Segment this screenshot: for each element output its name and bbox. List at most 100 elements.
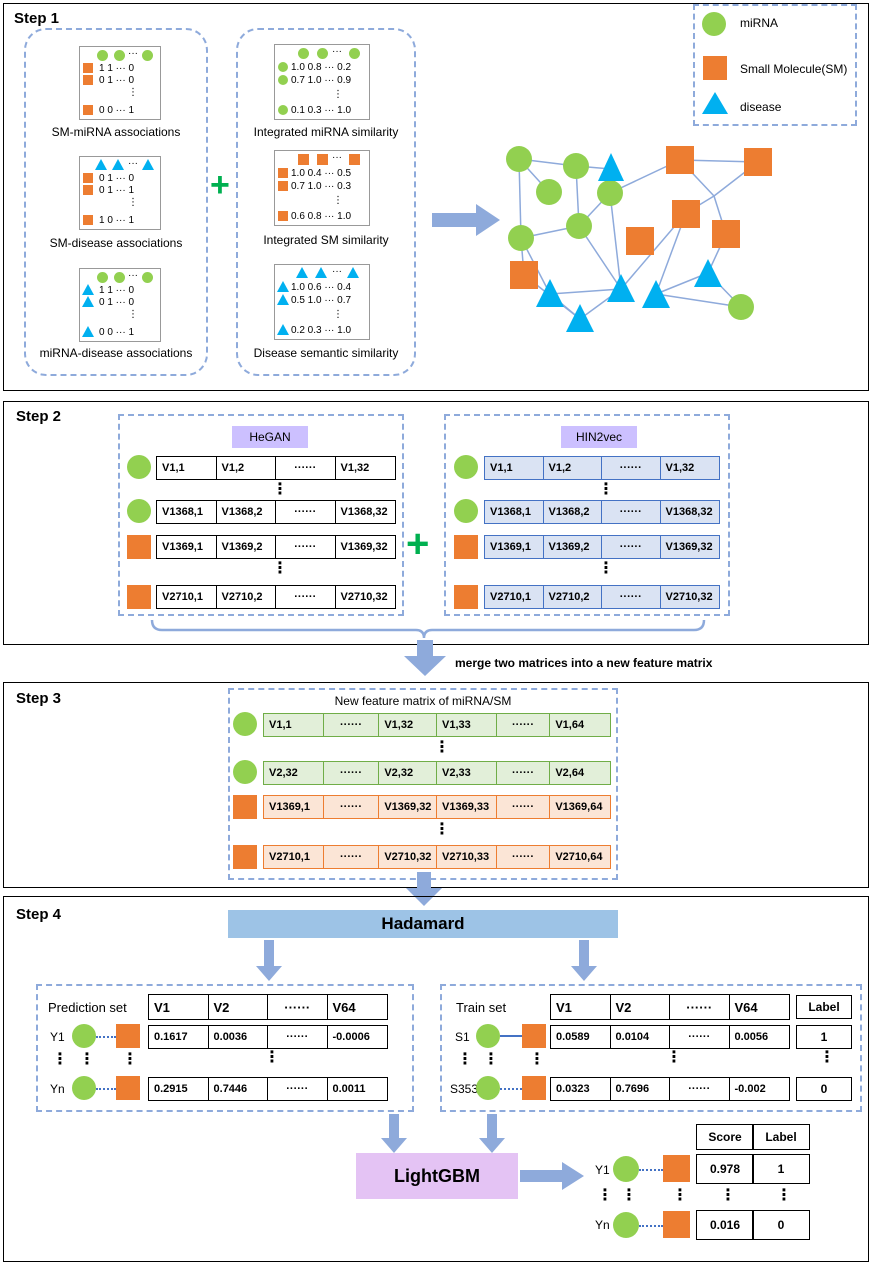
mirna-node-icon (454, 455, 478, 479)
matrix-row: 0 0 ··· 1 (99, 327, 135, 338)
sm-node-icon (233, 795, 257, 819)
merge-bracket (150, 619, 706, 638)
matrix-row: 1 0 ··· 1 (99, 215, 135, 226)
mirna-node-icon (72, 1024, 96, 1048)
disease-icon (277, 324, 289, 335)
train-set-title: Train set (456, 1000, 507, 1015)
matrix-row: 1.0 0.4 ··· 0.5 (291, 168, 352, 179)
matrix-vdots: ⋮ (333, 89, 343, 100)
matrix-row: 0 1 ··· 1 (99, 185, 135, 196)
result-header-label: Label (752, 1124, 810, 1150)
hegan-row: V1369,1 V1369,2 ······ V1369,32 (156, 535, 396, 559)
sm-icon (83, 75, 93, 85)
feature-row: V1369,1 ······ V1369,32 V1369,33 ······ … (263, 795, 611, 819)
hegan-group (118, 414, 404, 616)
step2-panel (3, 401, 869, 645)
prediction-row: 0.2915 0.7446 ······ 0.0011 (148, 1077, 388, 1101)
sm-legend-icon (703, 56, 727, 80)
result-label: 1 (752, 1154, 810, 1184)
step1-panel (3, 3, 869, 391)
arrow-down-icon (381, 1114, 407, 1153)
hin2vec-group (444, 414, 730, 616)
vertical-dots: ⋮ (434, 739, 450, 756)
caption-sm-mirna: SM-miRNA associations (51, 125, 181, 139)
mirna-node-icon (233, 712, 257, 736)
label-header: Label (796, 995, 852, 1019)
plus-icon: + (406, 522, 430, 566)
caption-sm-similarity: Integrated SM similarity (263, 233, 389, 247)
result-score: 0.016 (696, 1210, 754, 1240)
sm-icon (317, 154, 328, 165)
solid-link (500, 1035, 522, 1037)
result-id: Y1 (595, 1163, 610, 1177)
result-header-score: Score (696, 1124, 754, 1150)
association-group (24, 28, 208, 376)
feature-matrix-title: New feature matrix of miRNA/SM (334, 694, 512, 708)
matrix-row: 0.6 0.8 ··· 1.0 (291, 211, 352, 222)
sm-node-icon (127, 535, 151, 559)
mirna-disease-matrix: ··· 1 1 ··· 0 0 1 ··· 0 ⋮ 0 0 ··· 1 (79, 268, 161, 342)
sm-node-icon (522, 1024, 546, 1048)
mirna-icon (114, 272, 125, 283)
dotted-link (96, 1088, 116, 1090)
mirna-icon (142, 272, 153, 283)
hadamard-box: Hadamard (228, 910, 618, 938)
result-score: 0.978 (696, 1154, 754, 1184)
hegan-row: V1368,1 V1368,2 ······ V1368,32 (156, 500, 396, 524)
mirna-icon (278, 75, 288, 85)
mirna-node-icon (127, 499, 151, 523)
vertical-dots: ⋮ (666, 1049, 682, 1066)
arrow-down-icon (256, 940, 282, 981)
dotted-link (500, 1088, 522, 1090)
disease-icon (315, 267, 327, 278)
sm-node-icon (663, 1211, 690, 1238)
train-row: 0.0323 0.7696 ······ -0.002 (550, 1077, 790, 1101)
arrow-down-icon (479, 1114, 505, 1153)
mirna-icon (114, 50, 125, 61)
disease-icon (95, 159, 107, 170)
arrow-right-icon (432, 204, 500, 236)
sm-similarity-matrix: ··· 1.0 0.4 ··· 0.5 0.7 1.0 ··· 0.3 ⋮ 0.… (274, 150, 370, 226)
disease-icon (277, 281, 289, 292)
arrow-right-icon (520, 1162, 584, 1190)
vertical-dots: ⋮ (122, 1051, 138, 1068)
sm-icon (298, 154, 309, 165)
matrix-row: 0 1 ··· 0 (99, 297, 135, 308)
vertical-dots: ⋮ (52, 1051, 68, 1068)
prediction-set-group (36, 984, 414, 1112)
arrow-down-icon (404, 640, 446, 676)
hegan-row: V2710,1 V2710,2 ······ V2710,32 (156, 585, 396, 609)
prediction-set-title: Prediction set (48, 1000, 127, 1015)
vertical-dots: ⋮ (598, 481, 614, 498)
merge-note: merge two matrices into a new feature ma… (455, 656, 713, 670)
mirna-icon (298, 48, 309, 59)
legend-mirna-label: miRNA (740, 16, 778, 30)
vertical-dots: ⋮ (272, 481, 288, 498)
feature-row: V2710,1 ······ V2710,32 V2710,33 ······ … (263, 845, 611, 869)
caption-mirna-similarity: Integrated miRNA similarity (253, 125, 399, 139)
vertical-dots: ⋮ (272, 560, 288, 577)
sm-icon (278, 181, 288, 191)
mirna-node-icon (613, 1212, 639, 1238)
sm-mirna-matrix: ··· 1 1 ··· 0 0 1 ··· 0 ⋮ 0 0 ··· 1 (79, 46, 161, 120)
mirna-node-icon (613, 1156, 639, 1182)
train-row: 0.0589 0.0104 ······ 0.0056 (550, 1025, 790, 1049)
dotted-link (639, 1225, 663, 1227)
sm-icon (83, 185, 93, 195)
vertical-dots: ⋮ (598, 560, 614, 577)
matrix-row: 0 1 ··· 0 (99, 75, 135, 86)
matrix-vdots: ⋮ (128, 309, 138, 320)
matrix-vdots: ⋮ (128, 87, 138, 98)
heterogeneous-network (506, 146, 772, 332)
matrix-vdots: ⋮ (333, 309, 343, 320)
caption-sm-disease: SM-disease associations (49, 236, 183, 250)
legend-disease-label: disease (740, 100, 782, 114)
sm-disease-matrix: ··· 0 1 ··· 0 0 1 ··· 1 ⋮ 1 0 ··· 1 (79, 156, 161, 230)
disease-icon (112, 159, 124, 170)
step1-label: Step 1 (14, 10, 60, 27)
disease-icon (82, 296, 94, 307)
hin2vec-row: V1368,1 V1368,2 ······ V1368,32 (484, 500, 720, 524)
vertical-dots: ⋮ (672, 1187, 688, 1204)
vertical-dots: ⋮ (776, 1187, 792, 1204)
sm-icon (83, 173, 93, 183)
